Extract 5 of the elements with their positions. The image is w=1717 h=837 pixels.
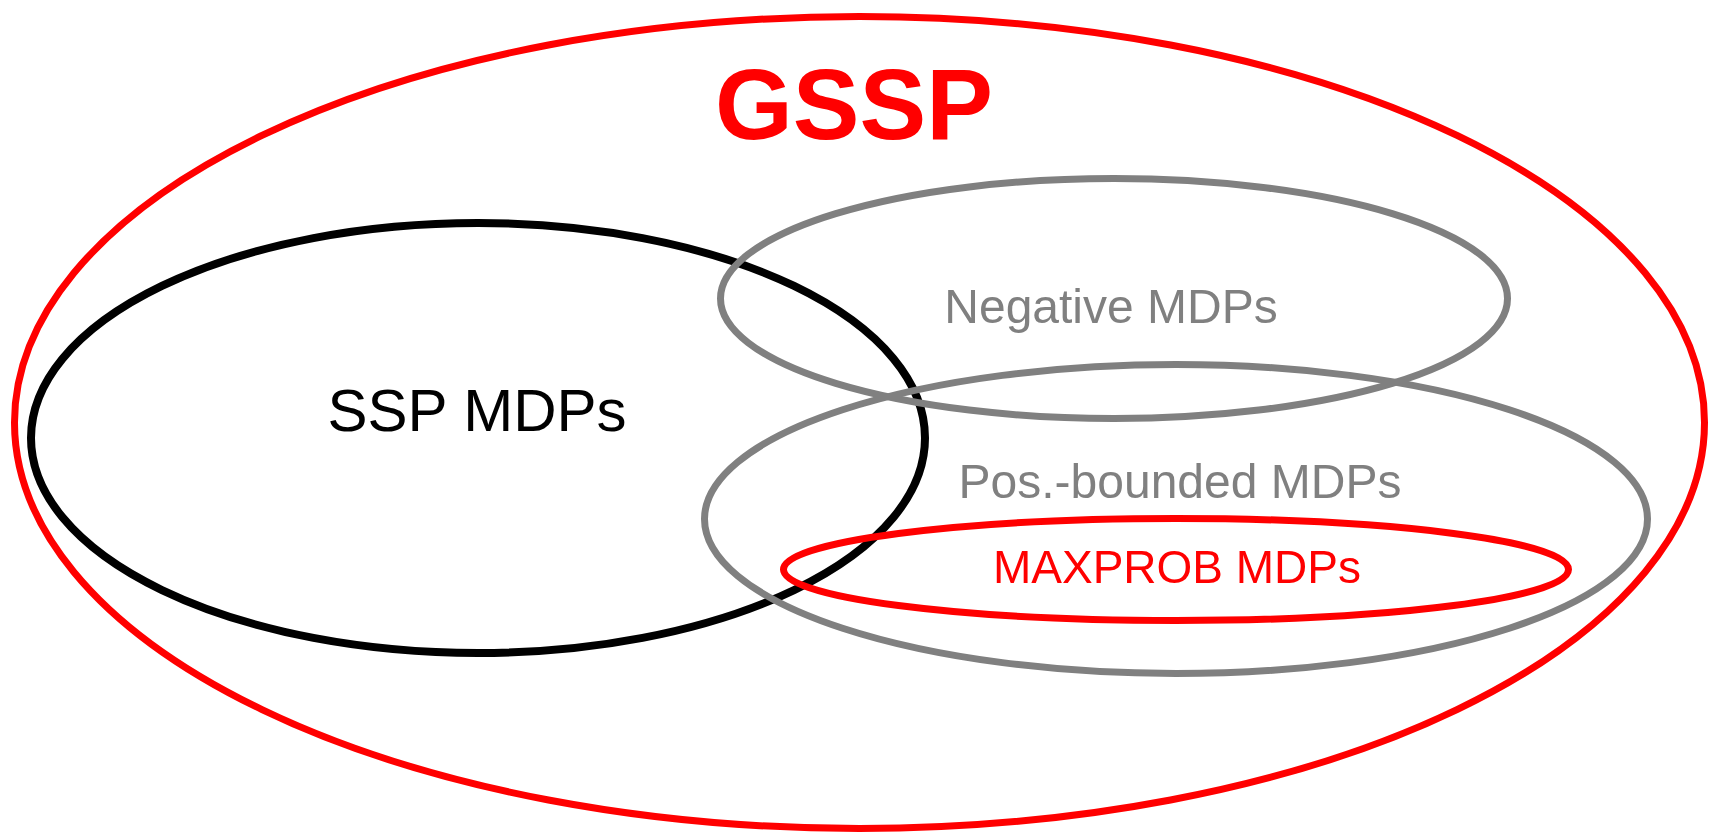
set-label: SSP MDPs [327, 381, 627, 441]
set-label: Negative MDPs [944, 283, 1278, 331]
set-label: GSSP [715, 54, 993, 154]
set-label: MAXPROB MDPs [993, 544, 1361, 590]
set-label: Pos.-bounded MDPs [958, 458, 1402, 506]
